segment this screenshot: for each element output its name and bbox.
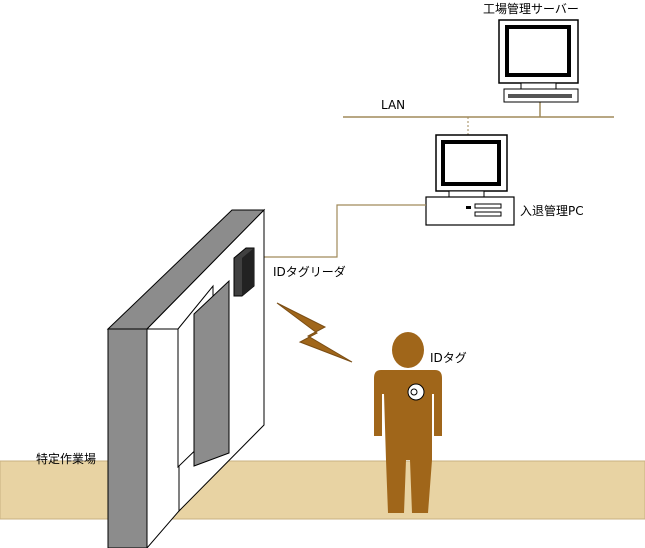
pc-computer-icon — [425, 134, 515, 226]
server-label: 工場管理サーバー — [483, 2, 579, 16]
work-area-label: 特定作業場 — [36, 452, 97, 466]
server-computer-icon — [498, 19, 579, 103]
wireless-signal-icon — [276, 302, 353, 363]
lan-label: LAN — [381, 98, 406, 112]
id-tag-badge-icon — [407, 383, 425, 401]
gate-structure — [106, 208, 266, 548]
pc-label: 入退管理PC — [520, 204, 584, 218]
id-tag-reader-icon — [233, 247, 255, 297]
reader-label: IDタグリーダ — [273, 265, 346, 279]
reader-to-pc-cable — [250, 204, 426, 258]
floor-band — [0, 460, 645, 520]
worker-figure — [374, 332, 442, 513]
tag-label: IDタグ — [430, 351, 467, 365]
